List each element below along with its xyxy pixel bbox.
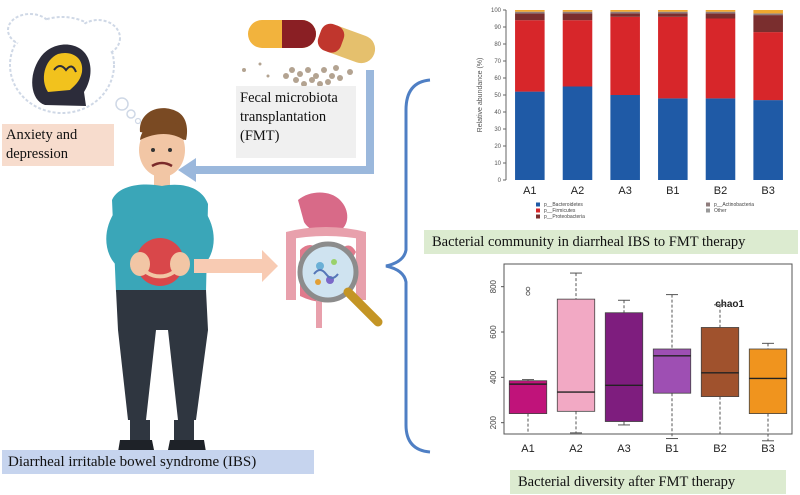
bar-segment <box>610 13 640 17</box>
x-tick-label: B1 <box>666 185 679 197</box>
bar-segment <box>705 11 736 14</box>
legend-label: p__Proteobacteria <box>544 214 585 220</box>
bar-segment <box>753 15 783 33</box>
bar-segment <box>753 100 783 180</box>
x-tick-label: A1 <box>521 443 534 455</box>
bar-segment <box>705 10 736 12</box>
y-tick-label: 50 <box>494 93 501 99</box>
y-tick-label: 90 <box>494 25 501 31</box>
legend-label: p__Actinobacteria <box>714 202 754 208</box>
chart-title: chao1 <box>715 299 744 310</box>
legend-label: p__Firmicutes <box>544 208 576 214</box>
legend-label: Other <box>714 208 727 214</box>
bracket <box>385 78 431 454</box>
x-tick-label: B2 <box>714 185 727 197</box>
x-tick-label: B1 <box>665 443 678 455</box>
bar-segment <box>515 20 545 92</box>
bar-segment <box>515 91 545 180</box>
bar-segment <box>515 13 545 21</box>
bar-segment <box>610 16 640 95</box>
bar-segment <box>658 13 688 17</box>
y-tick-label: 30 <box>494 127 501 133</box>
x-tick-label: B2 <box>713 443 726 455</box>
x-tick-label: A2 <box>571 185 584 197</box>
bar-segment <box>515 11 545 14</box>
legend-swatch <box>536 214 540 219</box>
plot-frame <box>503 263 793 435</box>
x-tick-label: A2 <box>569 443 582 455</box>
box <box>604 312 644 422</box>
x-tick-label: A1 <box>523 185 536 197</box>
bar-segment <box>562 20 593 87</box>
bar-segment <box>562 13 593 21</box>
granules-icon <box>242 62 353 87</box>
person-figure <box>106 108 214 452</box>
x-tick-label: A3 <box>617 443 630 455</box>
y-tick-label: 100 <box>491 8 502 14</box>
y-tick-label: 400 <box>489 370 498 384</box>
bar-segment <box>562 86 593 180</box>
bar-segment <box>705 98 736 180</box>
bar-segment <box>610 95 640 180</box>
box <box>556 298 596 412</box>
community-caption: Bacterial community in diarrheal IBS to … <box>424 230 798 254</box>
bar-segment <box>753 13 783 16</box>
bar-segment <box>610 11 640 14</box>
brain-head-icon <box>32 44 91 106</box>
y-tick-label: 0 <box>498 178 502 184</box>
diversity-caption: Bacterial diversity after FMT therapy <box>510 470 786 494</box>
y-tick-label: 40 <box>494 110 501 116</box>
y-tick-label: 600 <box>489 325 498 339</box>
legend-swatch <box>706 202 710 207</box>
y-tick-label: 80 <box>494 42 501 48</box>
bar-segment <box>562 11 593 14</box>
y-tick-label: 20 <box>494 144 501 150</box>
bar-segment <box>658 10 688 12</box>
gut-arrow <box>194 250 278 282</box>
bar-segment <box>753 10 783 14</box>
capsule-icon <box>248 20 376 64</box>
magnifier-icon <box>297 241 383 327</box>
legend-label: p__Bacteroidetes <box>544 202 583 208</box>
bar-segment <box>753 32 783 101</box>
legend-swatch <box>536 208 540 213</box>
box <box>508 380 548 414</box>
bar-segment <box>610 10 640 12</box>
fmt-label: Fecal microbiota transplantation (FMT) <box>236 86 356 158</box>
outlier-point <box>525 286 531 292</box>
y-tick-label: 800 <box>489 279 498 293</box>
bar-segment <box>562 10 593 12</box>
box <box>748 348 788 414</box>
legend-swatch <box>536 202 540 207</box>
y-tick-label: 10 <box>494 161 501 167</box>
box <box>700 327 740 397</box>
bar-segment <box>658 98 688 180</box>
bar-segment <box>515 10 545 12</box>
y-tick-label: 200 <box>489 415 498 429</box>
x-tick-label: B3 <box>761 443 774 455</box>
anxiety-label: Anxiety and depression <box>2 124 114 166</box>
y-tick-label: 70 <box>494 59 501 65</box>
x-tick-label: B3 <box>761 185 774 197</box>
y-tick-label: 60 <box>494 76 501 82</box>
legend-swatch <box>706 208 710 213</box>
bar-segment <box>658 16 688 99</box>
x-tick-label: A3 <box>618 185 631 197</box>
bar-segment <box>658 11 688 14</box>
y-axis-label: Relative abundance (%) <box>477 58 484 133</box>
ibs-label: Diarrheal irritable bowel syndrome (IBS) <box>2 450 314 474</box>
fmt-arrow <box>178 70 374 182</box>
bar-segment <box>705 18 736 99</box>
outlier-point <box>525 291 531 296</box>
bar-segment <box>705 13 736 19</box>
